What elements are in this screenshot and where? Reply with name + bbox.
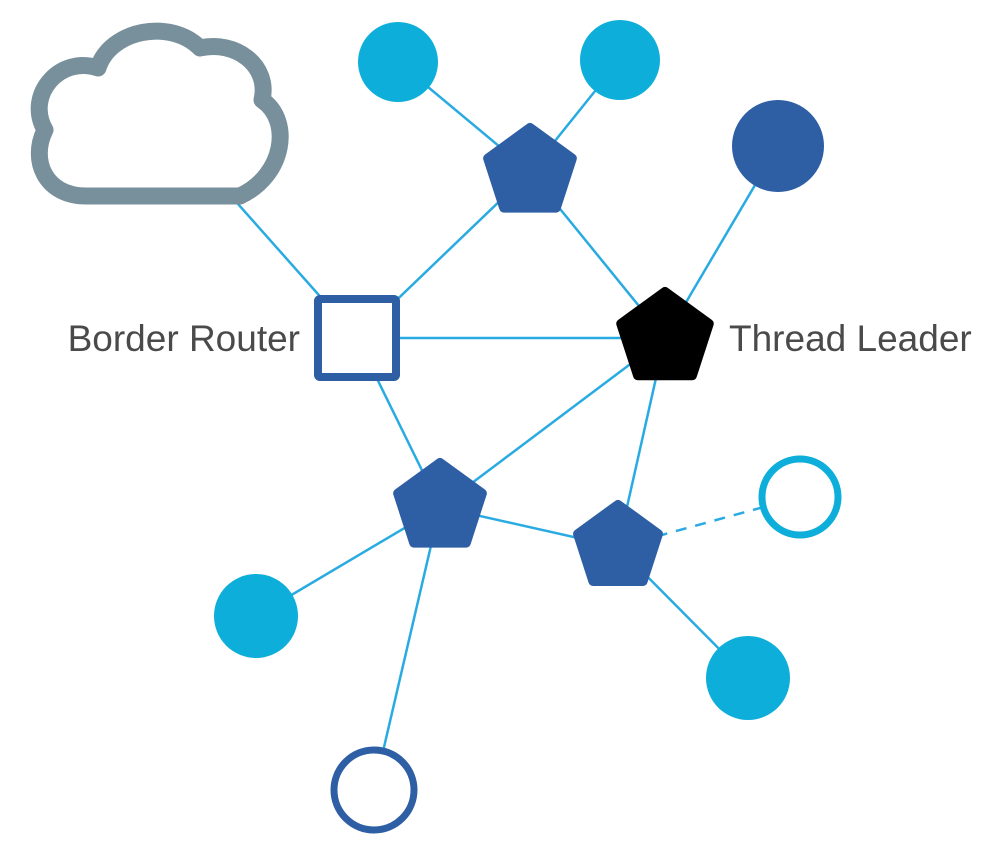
border-router-node (314, 295, 400, 381)
internet-cloud-icon (30, 22, 289, 205)
router-right-node (573, 500, 663, 586)
thread-leader-node (616, 287, 714, 381)
end-device-bottom-right-node (706, 636, 790, 720)
end-device-top-1-node (358, 22, 438, 102)
router-mid-node (393, 458, 487, 548)
sleepy-device-right-node (758, 455, 842, 539)
end-device-left-node (214, 574, 298, 658)
link-router-mid-sleepy-device-bottom (372, 506, 442, 791)
end-device-blue-node (732, 100, 824, 192)
sleepy-device-bottom-node (330, 746, 418, 834)
end-device-top-2-node (580, 20, 660, 100)
router-top-node (483, 123, 577, 213)
border-router-label: Border Router (68, 318, 300, 359)
thread-leader-label: Thread Leader (729, 318, 972, 359)
link-thread-leader-router-mid (439, 337, 666, 508)
